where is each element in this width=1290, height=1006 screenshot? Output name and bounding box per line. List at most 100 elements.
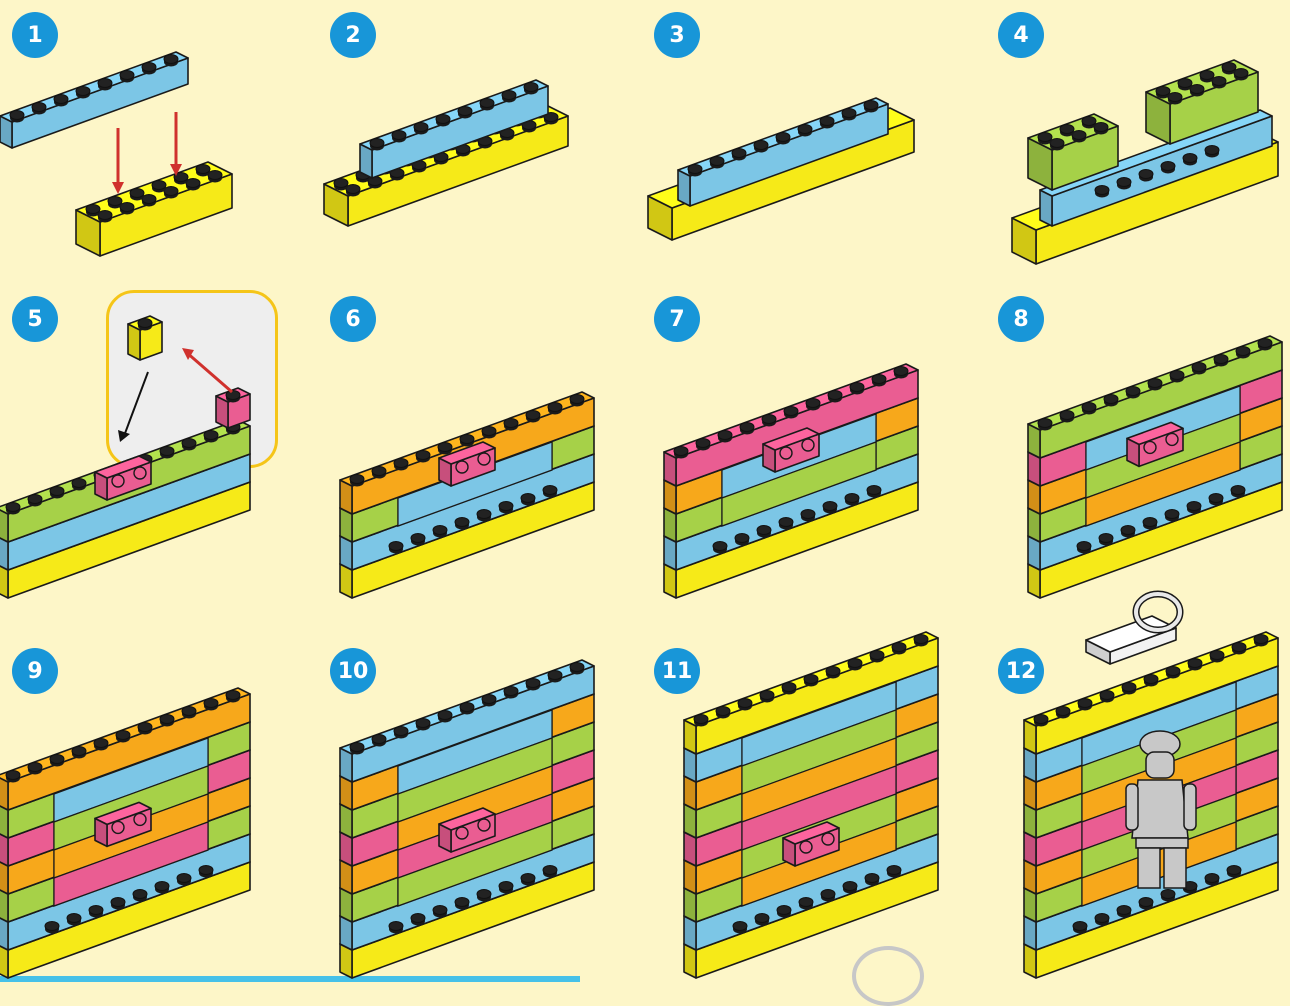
stud — [1034, 715, 1048, 724]
stud — [502, 91, 516, 100]
stud — [821, 890, 835, 899]
stud — [1038, 419, 1052, 428]
minifig-hips — [1136, 838, 1188, 848]
stud — [1156, 87, 1170, 96]
stud — [186, 179, 200, 188]
stud — [716, 707, 730, 716]
stud — [754, 141, 768, 150]
stud — [1205, 874, 1219, 883]
step-9-model — [0, 688, 250, 978]
stud — [133, 890, 147, 899]
minifig-torso — [1132, 780, 1188, 838]
stud — [1122, 683, 1136, 692]
stud — [872, 375, 886, 384]
stud — [160, 715, 174, 724]
stud — [226, 391, 240, 400]
stud — [694, 715, 708, 724]
stud — [1060, 411, 1074, 420]
stud — [199, 866, 213, 875]
minifig-leg-right — [1164, 848, 1186, 888]
stud — [760, 691, 774, 700]
step-badge-10: 10 — [330, 648, 376, 694]
stud — [779, 518, 793, 527]
stud — [177, 874, 191, 883]
stud — [548, 403, 562, 412]
stud — [1170, 371, 1184, 380]
stud — [845, 494, 859, 503]
minifig-head — [1146, 752, 1174, 778]
step-2-model — [324, 80, 568, 226]
stud — [1222, 63, 1236, 72]
stud — [477, 510, 491, 519]
stud — [480, 99, 494, 108]
stud — [1139, 170, 1153, 179]
stud — [1082, 117, 1096, 126]
stud — [732, 149, 746, 158]
stud — [372, 467, 386, 476]
stud — [1072, 131, 1086, 140]
stud — [482, 695, 496, 704]
stud — [1161, 162, 1175, 171]
step-badge-5: 5 — [12, 296, 58, 342]
stud — [1038, 133, 1052, 142]
stud — [1060, 125, 1074, 134]
step-badge-12: 12 — [998, 648, 1044, 694]
stud — [1210, 651, 1224, 660]
stud — [389, 922, 403, 931]
stud — [798, 125, 812, 134]
stud — [735, 534, 749, 543]
stud — [155, 882, 169, 891]
stud — [72, 479, 86, 488]
stud — [524, 83, 538, 92]
stud — [867, 486, 881, 495]
stud — [482, 427, 496, 436]
stud — [799, 898, 813, 907]
stud — [350, 743, 364, 752]
stud — [1192, 363, 1206, 372]
step-11-model — [684, 632, 938, 978]
stud — [499, 882, 513, 891]
stud — [208, 171, 222, 180]
stud — [1168, 93, 1182, 102]
stud — [757, 526, 771, 535]
stud — [1258, 339, 1272, 348]
stud — [455, 518, 469, 527]
stud — [72, 747, 86, 756]
stud — [504, 419, 518, 428]
stud — [1231, 486, 1245, 495]
stud — [526, 679, 540, 688]
stud — [54, 95, 68, 104]
stud — [438, 443, 452, 452]
stud — [543, 486, 557, 495]
step-badge-7: 7 — [654, 296, 700, 342]
stud — [1073, 922, 1087, 931]
stud — [1100, 691, 1114, 700]
stud — [438, 711, 452, 720]
stud — [204, 431, 218, 440]
stud — [1188, 659, 1202, 668]
stud — [1099, 534, 1113, 543]
stud — [94, 739, 108, 748]
step-10-model — [340, 660, 594, 978]
stud — [346, 185, 360, 194]
stud — [108, 197, 122, 206]
stud — [762, 415, 776, 424]
stud — [111, 898, 125, 907]
stud — [334, 179, 348, 188]
stud — [755, 914, 769, 923]
stud — [1183, 154, 1197, 163]
stud — [1117, 178, 1131, 187]
stud — [1161, 890, 1175, 899]
stud — [801, 510, 815, 519]
stud — [1082, 403, 1096, 412]
step-3-model — [648, 98, 914, 240]
stud — [820, 117, 834, 126]
stud — [1050, 139, 1064, 148]
stud — [688, 165, 702, 174]
stud — [1121, 526, 1135, 535]
stud — [806, 399, 820, 408]
stud — [32, 103, 46, 112]
stud — [1200, 71, 1214, 80]
step-6-model — [340, 392, 594, 598]
stud — [45, 922, 59, 931]
